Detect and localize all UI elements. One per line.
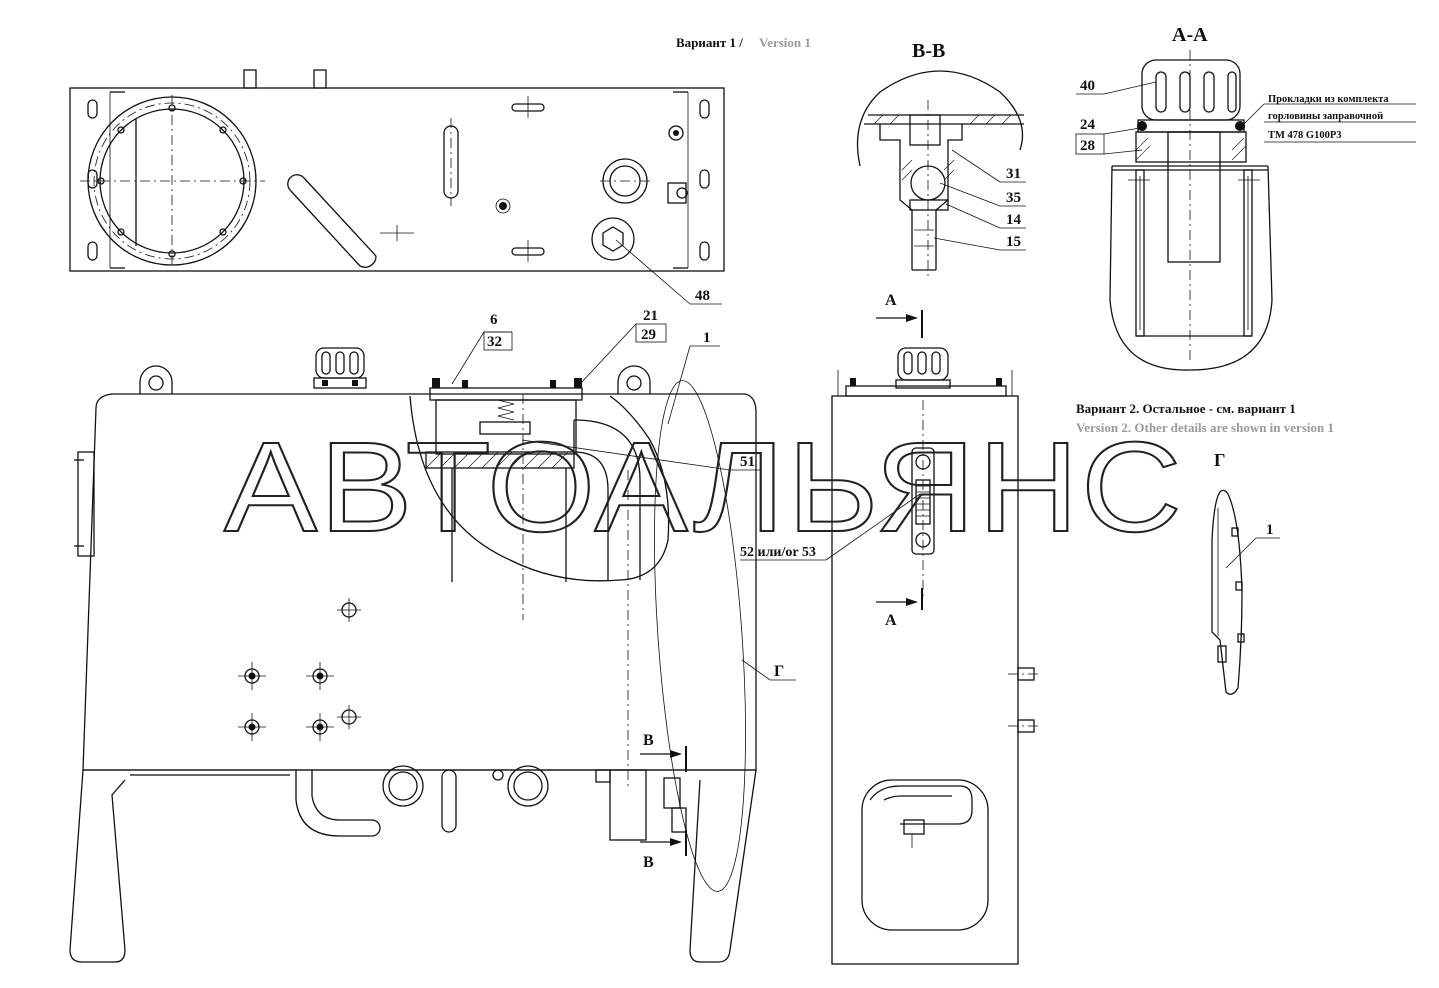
callout-14: 14 [1006, 212, 1022, 228]
callout-28: 28 [1080, 138, 1095, 154]
section-aa-title: A-A [1172, 24, 1208, 46]
section-bb-title: B-B [912, 40, 945, 62]
section-bb [856, 70, 1024, 280]
callout-24: 24 [1080, 117, 1096, 133]
top-view [69, 69, 725, 272]
detail-g [1211, 489, 1245, 695]
note-line-3: TM 478 G100P3 [1268, 130, 1342, 141]
note-line-1: Прокладки из комплекта [1268, 94, 1389, 105]
callout-1-main: 1 [703, 330, 711, 346]
watermark: АВТОАЛЬЯНС [224, 416, 1184, 559]
section-marks [640, 310, 923, 856]
callout-52-53: 52 или/or 53 [740, 545, 816, 560]
callout-40: 40 [1080, 78, 1095, 94]
callout-32: 32 [487, 334, 502, 350]
callout-29: 29 [641, 327, 656, 343]
callout-35: 35 [1006, 190, 1021, 206]
section-mark-a-bottom: A [885, 612, 897, 629]
variant1-title-ru: Вариант 1 / [676, 35, 743, 50]
section-mark-a-top: A [885, 292, 897, 309]
variant2-title-en: Version 2. Other details are shown in ve… [1076, 420, 1334, 435]
callout-6: 6 [490, 312, 498, 328]
note-line-2: горловины заправочной [1268, 111, 1383, 122]
section-aa [1109, 50, 1273, 371]
side-view [831, 347, 1040, 965]
section-mark-b-bottom: B [643, 854, 654, 871]
variant2-title-ru: Вариант 2. Остальное - см. вариант 1 [1076, 401, 1296, 416]
callout-51: 51 [740, 454, 755, 470]
callout-detail-g: Г [774, 663, 784, 680]
callout-48: 48 [695, 288, 710, 304]
callout-21: 21 [643, 308, 658, 324]
section-mark-b-top: B [643, 732, 654, 749]
callout-31: 31 [1006, 166, 1021, 182]
callout-15: 15 [1006, 234, 1021, 250]
detail-g-title: Г [1214, 450, 1225, 470]
leader-lines [451, 81, 1416, 681]
variant1-title-en: Version 1 [759, 35, 811, 50]
front-view [69, 347, 757, 963]
callout-1-detail: 1 [1266, 522, 1274, 538]
